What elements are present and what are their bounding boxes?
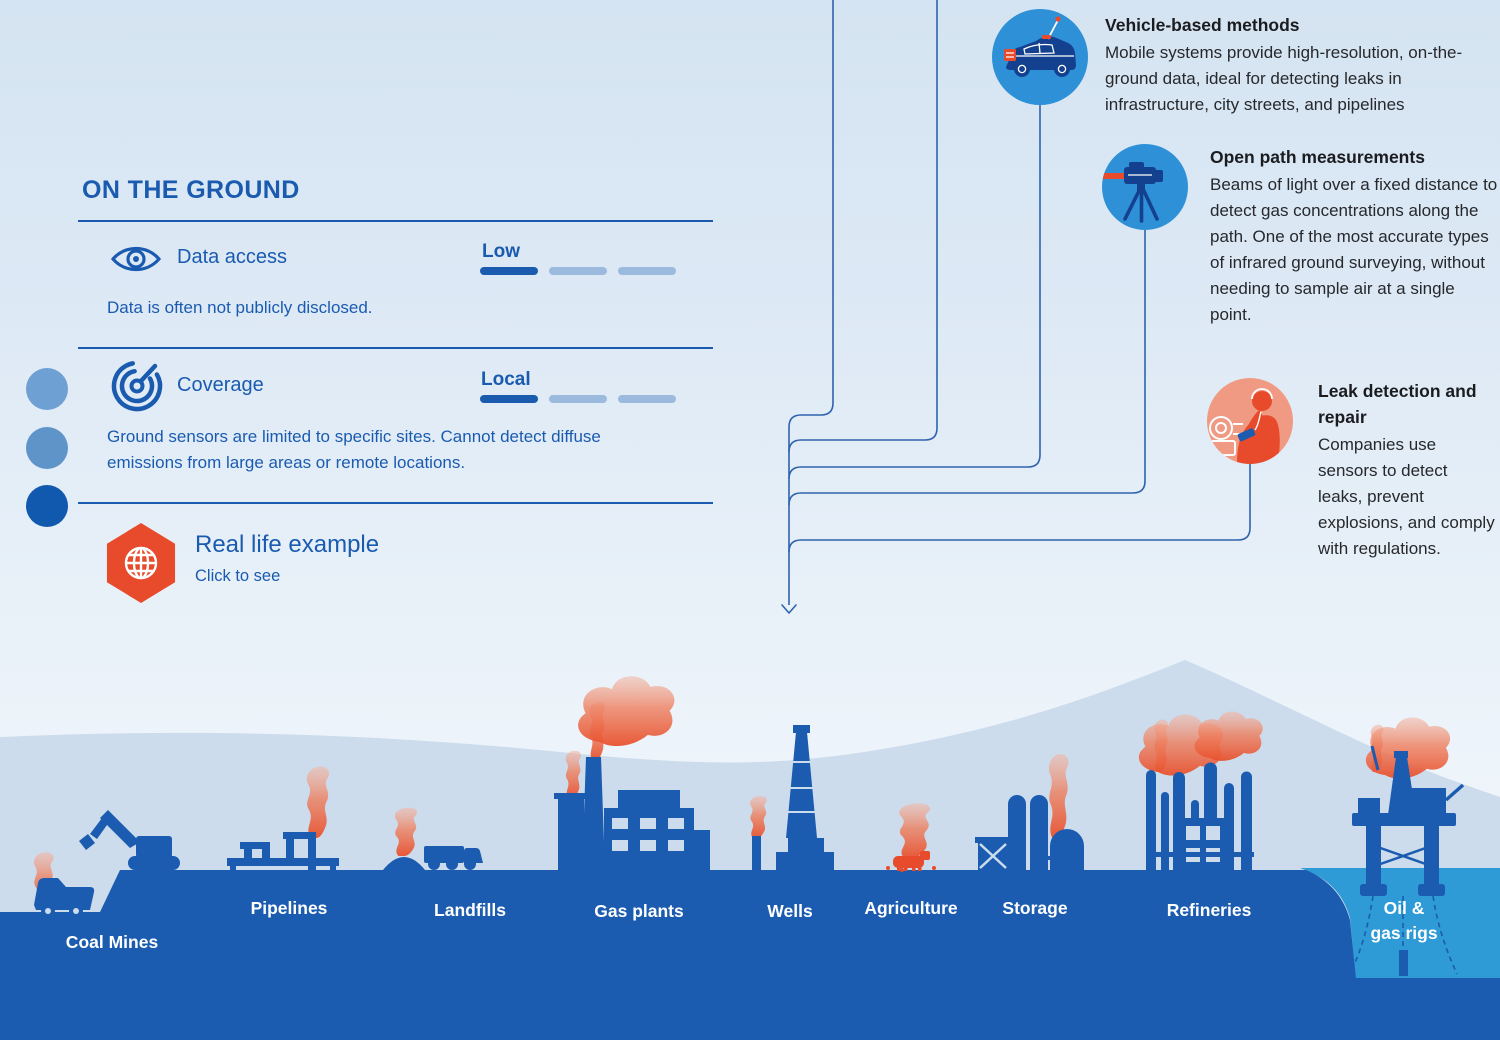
connector-open-path [788,230,1146,506]
method-body: Companies use sensors to detect leaks, p… [1318,435,1495,558]
vehicle-icon [992,9,1088,105]
nav-dot-ground-active[interactable] [26,485,68,527]
coverage-icon [108,357,166,415]
divider [78,220,713,222]
bar-filled [480,395,538,403]
bar-empty [549,267,607,275]
pipelines-illustration [227,832,339,870]
source-label-wells: Wells [767,901,813,921]
arrow-down-icon [781,604,797,614]
storage-illustration [975,795,1084,870]
example-title: Real life example [195,531,380,558]
metric-note-data-access: Data is often not publicly disclosed. [107,298,373,317]
method-title: Vehicle-based methods [1105,15,1300,35]
example-cta: Click to see [195,567,281,585]
method-open-path: Open path measurements Beams of light ov… [1210,144,1498,328]
source-label-landfills: Landfills [434,900,506,920]
method-body: Beams of light over a fixed distance to … [1210,175,1498,324]
hills [0,660,1500,1040]
emission-sources-illustration [0,660,1500,1040]
eye-icon [110,242,162,276]
rating-bars-data-access [480,267,676,275]
connector-trunk [788,0,834,605]
connector-2 [788,0,938,453]
open-path-icon [1102,144,1188,230]
source-label-pipelines: Pipelines [250,898,328,918]
page-title: ON THE GROUND [82,176,300,204]
refineries-illustration [1146,762,1254,870]
bar-empty [618,267,676,275]
nav-dot-air[interactable] [26,427,68,469]
bar-filled [480,267,538,275]
divider [78,347,713,349]
globe-hexagon-icon [106,523,176,603]
method-leak-detection: Leak detection and repair Companies use … [1318,378,1496,562]
divider [78,502,713,504]
bar-empty [549,395,607,403]
metric-label-coverage: Coverage [177,374,264,396]
bar-empty [618,395,676,403]
source-label-gas-plants: Gas plants [594,901,684,921]
method-title: Open path measurements [1210,147,1425,167]
source-label-coal-mines: Coal Mines [65,932,159,952]
metric-rating-coverage: Local [481,369,531,390]
connector-vehicle [788,105,1041,480]
method-body: Mobile systems provide high-resolution, … [1105,43,1463,114]
source-label-oil-gas-rigs: Oil & gas rigs [1370,898,1438,943]
connector-leak [788,464,1251,553]
ground [0,870,1500,1040]
source-label-agriculture: Agriculture [864,898,958,918]
gas-plants-illustration [554,757,710,870]
method-title: Leak detection and repair [1318,381,1477,427]
real-life-example-link[interactable]: Real life example Click to see [104,523,584,608]
metric-rating-data-access: Low [482,241,520,262]
source-label-refineries: Refineries [1166,900,1252,920]
smoke-plumes [33,676,1451,910]
nav-dot-sky[interactable] [26,368,68,410]
leak-detection-icon [1207,378,1293,464]
metric-label-data-access: Data access [177,246,288,268]
wells-illustration [752,725,834,870]
rating-bars-coverage [480,395,676,403]
method-vehicle: Vehicle-based methods Mobile systems pro… [1105,12,1497,118]
agriculture-illustration [886,851,936,872]
landfills-illustration [383,846,483,870]
source-label-storage: Storage [1002,898,1068,918]
metric-note-coverage: Ground sensors are limited to specific s… [107,427,601,472]
coal-mines-illustration [34,810,180,918]
